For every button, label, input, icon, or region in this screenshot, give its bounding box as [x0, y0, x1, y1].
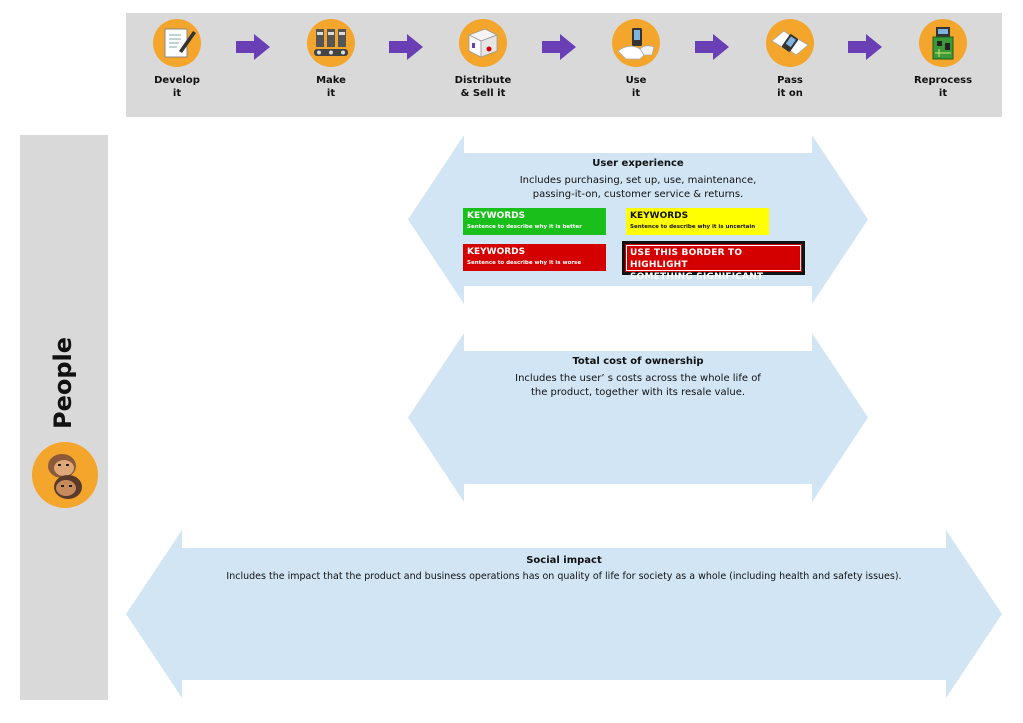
arrow-right-icon	[236, 34, 270, 60]
stage-label: Distribute& Sell it	[454, 75, 512, 99]
social-impact-arrow	[126, 530, 1002, 698]
pencil-document-icon	[153, 19, 201, 67]
total-cost-title: Total cost of ownership	[572, 356, 704, 367]
people-bar	[20, 135, 108, 700]
arrow-right-icon	[389, 34, 423, 60]
hand-holding-phone-icon	[612, 19, 660, 67]
box-package-icon	[459, 19, 507, 67]
social-impact-text: Social impact Includes the impact that t…	[190, 554, 938, 584]
stage-distribute: Distribute& Sell it	[433, 19, 533, 100]
social-impact-description: Includes the impact that the product and…	[226, 571, 902, 582]
circuit-board-icon	[919, 19, 967, 67]
people-title: People	[49, 336, 77, 430]
handover-phone-icon	[766, 19, 814, 67]
total-cost-arrow	[408, 333, 868, 502]
two-faces-icon	[32, 442, 98, 508]
social-impact-title: Social impact	[526, 555, 602, 566]
factory-conveyor-icon	[307, 19, 355, 67]
user-experience-text: User experience Includes purchasing, set…	[470, 157, 806, 202]
arrow-right-icon	[695, 34, 729, 60]
total-cost-description: Includes the user’ s costs across the wh…	[515, 373, 761, 398]
keyword-worse-box: KEYWORDS Sentence to describe why it is …	[463, 244, 606, 271]
arrow-right-icon	[542, 34, 576, 60]
highlight-border-box: USE THIS BORDER TO HIGHLIGHT SOMETHING S…	[622, 241, 805, 282]
user-experience-description: Includes purchasing, set up, use, mainte…	[519, 175, 757, 200]
total-cost-text: Total cost of ownership Includes the use…	[470, 355, 806, 400]
keyword-better-box: KEYWORDS Sentence to describe why it is …	[463, 208, 606, 235]
user-experience-title: User experience	[592, 158, 684, 169]
arrow-right-icon	[848, 34, 882, 60]
keyword-uncertain-box: KEYWORDS Sentence to describe why it is …	[626, 208, 769, 235]
